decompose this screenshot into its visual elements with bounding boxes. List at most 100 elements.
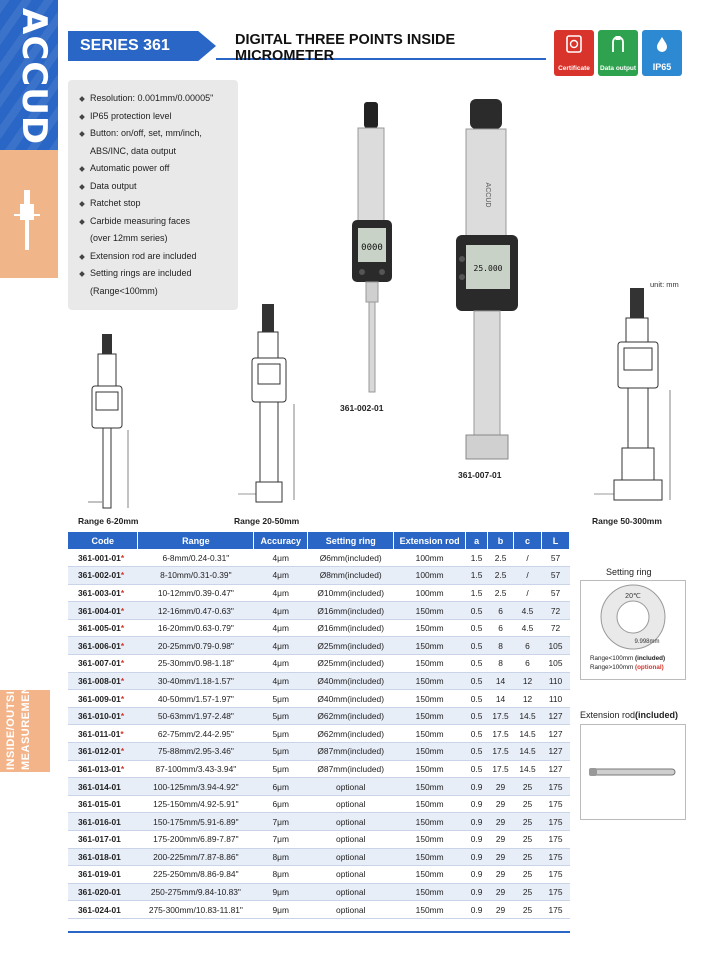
cell-setting-ring: Ø16mm(included) [307, 601, 394, 620]
star-marker-icon: * [120, 675, 125, 686]
cell-range: 125-150mm/4.92-5.91" [137, 795, 254, 814]
cell-l: 127 [541, 742, 570, 761]
cell-accuracy: 5μm [253, 760, 308, 779]
cell-b: 29 [487, 795, 514, 814]
cell-a: 0.9 [465, 812, 488, 831]
data-output-icon [612, 36, 624, 52]
cell-accuracy: 6μm [253, 777, 308, 796]
certification-icons: Certificate Data output IP65 [554, 30, 682, 76]
certificate-badge: Certificate [554, 30, 594, 76]
brand-strip: ACCUD [0, 0, 58, 185]
cell-l: 127 [541, 760, 570, 779]
cell-accuracy: 4μm [253, 566, 308, 585]
cell-b: 17.5 [487, 707, 514, 726]
device-brand-text: ACCUD [484, 183, 491, 208]
col-header-l: L [541, 532, 571, 549]
cell-c: 25 [513, 865, 542, 884]
cell-accuracy: 4μm [253, 654, 308, 673]
display-readout: 25.000 [474, 264, 503, 273]
cell-extension-rod: 150mm [393, 672, 466, 691]
cell-c: 4.5 [513, 619, 542, 638]
range-caption-20-50mm: Range 20-50mm [234, 516, 300, 526]
cell-b: 29 [487, 848, 514, 867]
star-marker-icon: * [120, 658, 125, 669]
cell-l: 57 [541, 549, 570, 568]
star-marker-icon: * [120, 728, 124, 739]
cell-b: 8 [487, 654, 514, 673]
drawing-range-50-300mm [594, 288, 671, 501]
ring-temp-text: 20℃ [625, 593, 641, 600]
section-tab-line1: INSIDE/OUTSIDE [5, 674, 17, 770]
cell-a: 0.5 [465, 689, 488, 708]
spec-table: Code Range Accuracy Setting ring Extensi… [68, 532, 571, 919]
col-header-extension-rod: Extension rod [393, 532, 467, 549]
cell-l: 175 [541, 777, 570, 796]
cell-setting-ring: Ø62mm(included) [307, 707, 394, 726]
cell-range: 10-12mm/0.39-0.47" [137, 584, 254, 603]
cell-range: 150-175mm/5.91-6.89" [137, 812, 254, 831]
cell-l: 175 [541, 795, 570, 814]
spec-table-container: Code Range Accuracy Setting ring Extensi… [68, 532, 571, 919]
display-readout: 0000 [361, 243, 383, 253]
cell-l: 105 [541, 636, 570, 656]
cell-setting-ring: Ø25mm(included) [307, 654, 394, 673]
cell-b: 17.5 [487, 742, 514, 761]
cell-a: 0.5 [465, 760, 488, 779]
cell-code: 361-024-01 [68, 900, 138, 919]
cell-c: 6 [513, 654, 542, 673]
cell-c: 12 [513, 672, 542, 691]
unit-label: unit: mm [650, 280, 679, 289]
col-header-b: b [487, 532, 515, 549]
col-header-accuracy: Accuracy [253, 532, 309, 549]
cell-range: 87-100mm/3.43-3.94" [137, 760, 254, 779]
cell-code: 361-019-01 [68, 865, 138, 884]
cell-extension-rod: 150mm [393, 883, 466, 902]
cell-a: 0.9 [465, 865, 488, 884]
cell-l: 175 [541, 865, 570, 884]
cell-b: 14 [487, 672, 514, 691]
star-marker-icon: * [120, 693, 125, 704]
cell-code: 361-017-01 [68, 830, 138, 849]
setting-ring-box: 20℃ 9.998mm [580, 580, 686, 680]
cell-extension-rod: 150mm [393, 812, 466, 831]
cell-l: 175 [541, 830, 570, 849]
cell-accuracy: 4μm [253, 549, 308, 568]
cell-accuracy: 4μm [253, 672, 308, 691]
cell-accuracy: 8μm [253, 865, 308, 884]
drawing-range-6-20mm [88, 334, 129, 509]
cell-range: 25-30mm/0.98-1.18" [137, 654, 254, 673]
cell-setting-ring: optional [307, 848, 394, 867]
table-bottom-rule [68, 931, 570, 933]
cell-a: 1.5 [465, 566, 488, 585]
cell-accuracy: 5μm [253, 689, 308, 708]
range-caption-6-20mm: Range 6-20mm [78, 516, 139, 526]
cell-accuracy: 8μm [253, 848, 308, 867]
cell-range: 8-10mm/0.31-0.39" [137, 566, 254, 585]
cell-code: 361-007-01* [68, 654, 138, 673]
series-badge: SERIES 361 [68, 31, 216, 61]
cell-setting-ring: Ø87mm(included) [307, 742, 394, 761]
cell-b: 29 [487, 900, 514, 919]
cell-code: 361-008-01* [68, 672, 138, 691]
col-header-c: c [513, 532, 542, 549]
cell-range: 275-300mm/10.83-11.81" [137, 900, 254, 919]
cell-a: 1.5 [465, 549, 488, 568]
cell-accuracy: 4μm [253, 619, 308, 638]
cell-b: 6 [487, 619, 514, 638]
title-line1: DIGITAL THREE POINTS INSIDE [235, 32, 456, 48]
cell-accuracy: 4μm [253, 636, 308, 656]
star-marker-icon: * [120, 605, 125, 616]
cell-setting-ring: Ø62mm(included) [307, 724, 394, 744]
cell-code: 361-010-01* [68, 707, 138, 726]
cell-extension-rod: 150mm [393, 795, 466, 814]
